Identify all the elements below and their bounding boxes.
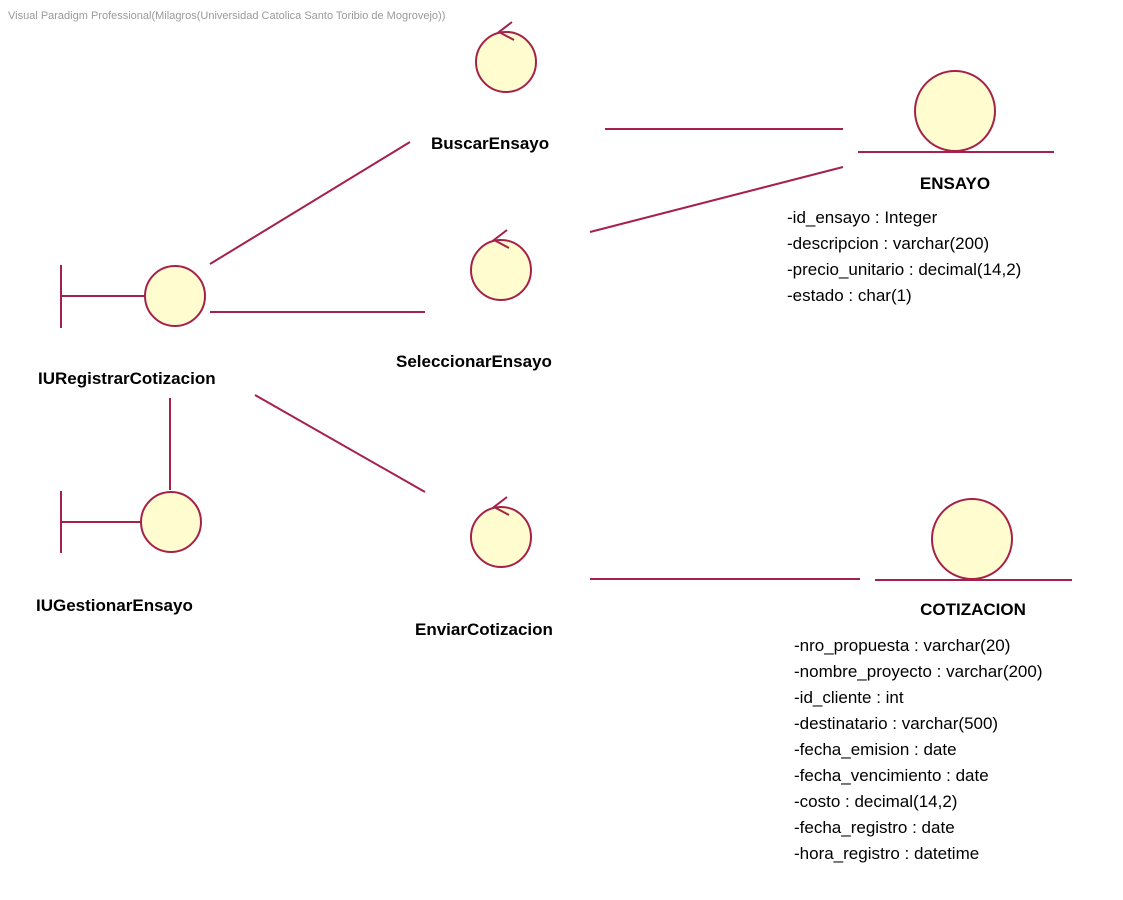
watermark: Visual Paradigm Professional(Milagros(Un…: [8, 10, 446, 22]
control-seleccionar-ensayo[interactable]: [470, 229, 532, 301]
attribute: -hora_registro : datetime: [794, 844, 980, 863]
attribute: -fecha_registro : date: [794, 818, 955, 837]
control-arrow-icon: [497, 21, 515, 41]
link-iu-registrar-buscar: [209, 141, 411, 265]
label-iu-gestionar-ensayo: IUGestionarEnsayo: [36, 596, 193, 615]
attribute: -nro_propuesta : varchar(20): [794, 636, 1011, 655]
attribute: -precio_unitario : decimal(14,2): [787, 260, 1022, 279]
label-enviar-cotizacion: EnviarCotizacion: [415, 620, 553, 639]
boundary-circle: [144, 265, 206, 327]
entity-ensayo[interactable]: [858, 70, 1054, 153]
entity-name-cotizacion: COTIZACION: [920, 600, 1026, 619]
control-circle: [470, 506, 532, 568]
attribute: -nombre_proyecto : varchar(200): [794, 662, 1043, 681]
entity-circle: [931, 498, 1013, 580]
entity-circle: [914, 70, 996, 152]
label-buscar-ensayo: BuscarEnsayo: [431, 134, 550, 153]
attributes-cotizacion: -nro_propuesta : varchar(20) -nombre_pro…: [794, 633, 1043, 867]
attribute: -costo : decimal(14,2): [794, 792, 958, 811]
attribute: -id_ensayo : Integer: [787, 208, 938, 227]
boundary-iu-gestionar-ensayo[interactable]: [60, 491, 202, 553]
link-seleccionar-ensayo: [589, 166, 844, 233]
attribute: -fecha_vencimiento : date: [794, 766, 989, 785]
attributes-ensayo: -id_ensayo : Integer -descripcion : varc…: [787, 205, 1021, 309]
entity-name-ensayo: ENSAYO: [919, 174, 991, 193]
attribute: -id_cliente : int: [794, 688, 904, 707]
boundary-iu-registrar-cotizacion[interactable]: [60, 265, 206, 328]
label-iu-registrar-cotizacion: IURegistrarCotizacion: [38, 369, 216, 388]
attribute: -fecha_emision : date: [794, 740, 957, 759]
link-iu-registrar-enviar: [254, 394, 426, 493]
control-arrow-icon: [492, 496, 510, 516]
boundary-circle: [140, 491, 202, 553]
attribute: -destinatario : varchar(500): [794, 714, 999, 733]
control-buscar-ensayo[interactable]: [475, 21, 537, 93]
control-circle: [475, 31, 537, 93]
control-arrow-icon: [492, 229, 510, 249]
attribute: -estado : char(1): [787, 286, 912, 305]
attribute: -descripcion : varchar(200): [787, 234, 990, 253]
entity-cotizacion[interactable]: [875, 498, 1072, 581]
label-seleccionar-ensayo: SeleccionarEnsayo: [396, 352, 552, 371]
control-circle: [470, 239, 532, 301]
control-enviar-cotizacion[interactable]: [470, 496, 532, 568]
